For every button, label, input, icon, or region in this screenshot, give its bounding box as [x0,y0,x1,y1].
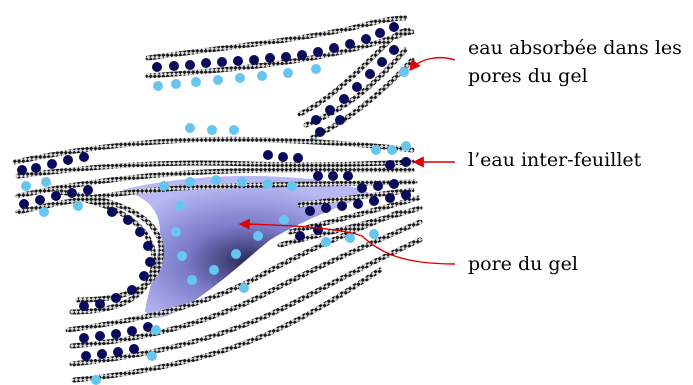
sheet [74,270,380,380]
absorbed-water-label-line2: pores du gel [468,62,682,90]
absorbed-water-leader [410,58,455,70]
absorbed-water-label-line1: eau absorbée dans les [468,34,682,62]
sheet [15,139,412,162]
absorbed-water-label: eau absorbée dans les pores du gel [468,34,682,90]
interlayer-water-label: l’eau inter-feuillet [468,146,641,174]
gel-pore-label: pore du gel [468,250,578,278]
